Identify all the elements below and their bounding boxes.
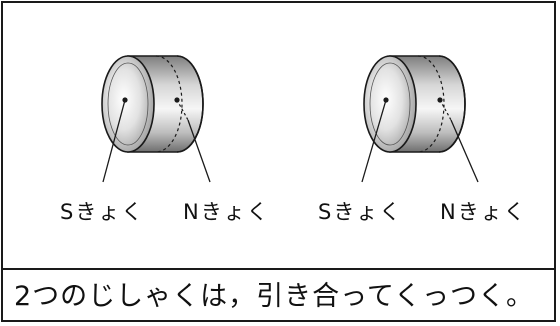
n-pole-leader-2 [450,119,479,183]
n-pole-label-2: Nきょく [440,200,527,224]
n-pole-leader-1 [187,119,211,183]
n-pole-label-1: Nきょく [183,200,270,224]
s-pole-label-2: Sきょく [318,200,403,224]
caption-divider [1,268,556,270]
s-pole-label-1: Sきょく [60,200,145,224]
figure-frame [1,1,556,322]
s-pole-leader-2 [361,99,387,183]
caption-text: 2つのじしゃくは，引き合ってくっつく。 [14,281,535,312]
magnet-2 [361,55,479,183]
s-pole-leader-1 [102,99,126,183]
magnet-1 [101,55,211,183]
